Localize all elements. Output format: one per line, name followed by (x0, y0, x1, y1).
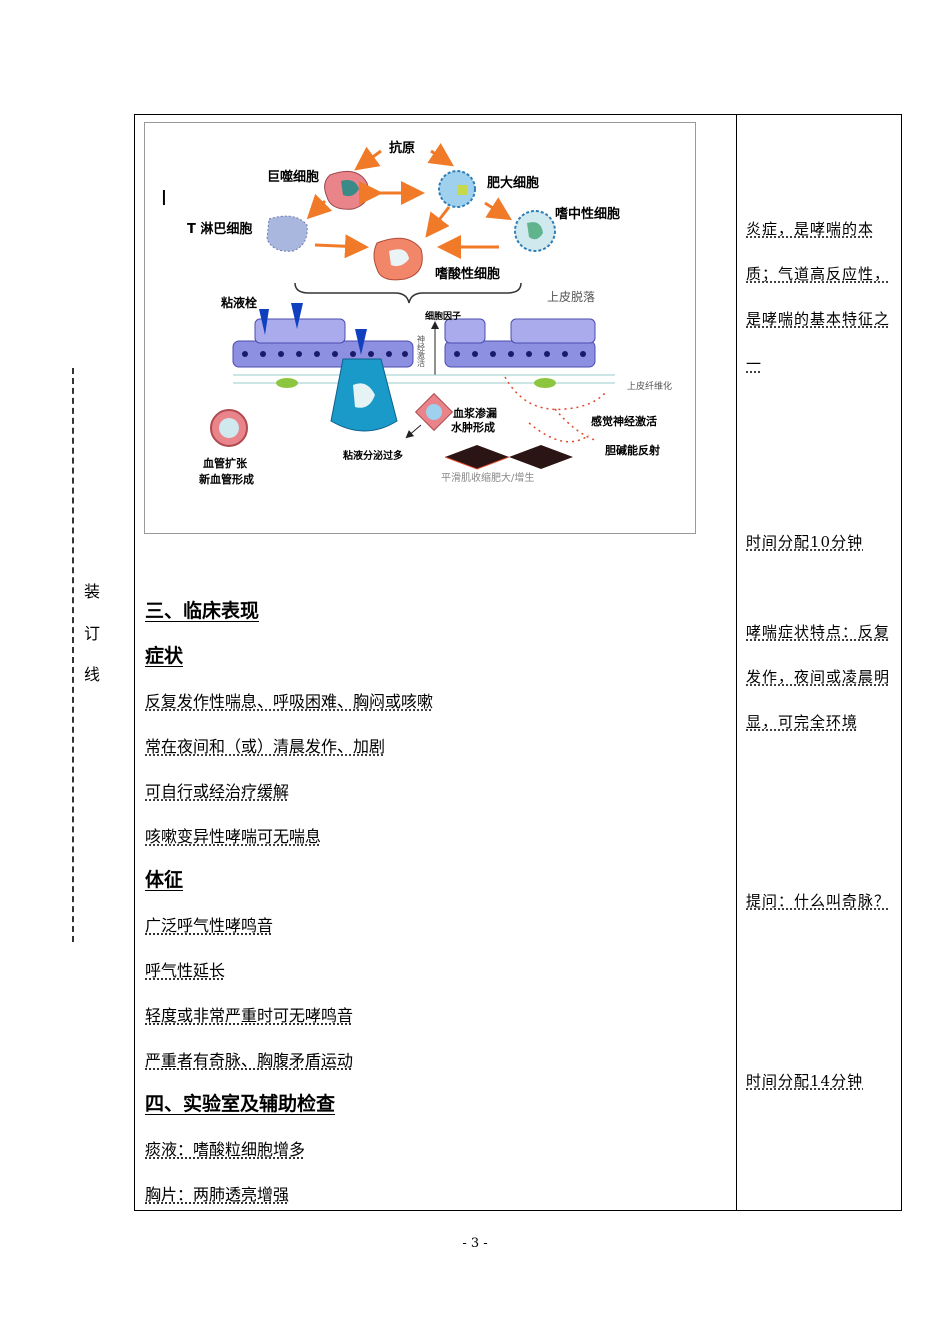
arrow-macrophage-tcell (306, 193, 333, 220)
label-angiogenesis: 新血管形成 (199, 472, 254, 486)
arrow-antigen-macrophage (354, 146, 382, 171)
section-4-heading: 四、实验室及辅助检查 (145, 1093, 336, 1115)
note-inflammation: 炎症，是哮喘的本质；气道高反应性，是哮喘的基本特征之一 (746, 220, 891, 373)
roman-numeral: I (161, 186, 167, 210)
binding-char-3: 线 (83, 665, 100, 684)
neutrophil-nucleus-icon (527, 222, 543, 240)
eosinophil-nucleus-icon (389, 249, 409, 267)
lab-item: 胸片：两肺透亮增强 (145, 1185, 290, 1204)
macrophage-nucleus-icon (341, 180, 359, 197)
arrow-antigen-mast (427, 143, 454, 167)
label-cholinergic: 胆碱能反射 (605, 443, 660, 457)
label-epithelial-fibrosis: 上皮纤维化 (627, 380, 672, 392)
diagram-svg: I 抗原 巨噬细胞 肥大细胞 T 淋巴细胞 嗜中性细胞 嗜酸性细胞 (161, 140, 672, 486)
mucus-plug-icon-3 (355, 329, 367, 355)
symptom-item: 常在夜间和（或）清晨发作、加剧 (145, 737, 386, 756)
arrow-plasma-leak (405, 424, 422, 439)
sensory-nerve-3 (528, 422, 590, 443)
lesson-table (134, 114, 902, 1211)
note-time-10: 时间分配10分钟 (746, 533, 864, 551)
note-symptom-features: 哮喘症状特点：反复发作，夜间或凌晨明显，可完全环境 (746, 623, 891, 731)
epithelium-right (444, 340, 596, 368)
symptoms-heading: 症状 (145, 645, 184, 667)
sign-item: 呼气性延长 (145, 961, 226, 980)
sign-item: 广泛呼气性哮鸣音 (145, 916, 274, 935)
lab-item: 痰液：嗜酸粒细胞增多 (145, 1140, 306, 1159)
label-mucus-plug: 粘液栓 (221, 295, 257, 310)
mucus-gland-core-icon (353, 383, 375, 408)
note-time-14: 时间分配14分钟 (746, 1072, 864, 1090)
label-antigen: 抗原 (389, 140, 415, 156)
plasma-leak-core-icon (426, 404, 442, 420)
label-cytokine: 细胞因子 (425, 310, 461, 322)
blood-vessel-lumen-icon (219, 418, 239, 438)
symptom-item: 可自行或经治疗缓解 (145, 782, 290, 801)
binding-line (72, 368, 74, 942)
arrow-tcell-eosinophil (314, 234, 369, 259)
mast-cell-granule-icon (457, 185, 467, 195)
symptom-item: 咳嗽变异性哮喘可无喘息 (145, 827, 322, 846)
smooth-muscle-highlight (444, 456, 510, 470)
ciliated-cells-left (254, 318, 346, 344)
sensory-nerve-1 (504, 376, 608, 411)
label-epithelial-shedding: 上皮脱落 (547, 289, 595, 304)
column-divider (736, 114, 737, 1211)
fibroblast-icon-1 (276, 378, 298, 388)
label-nerve-activation: 神经激活 (417, 334, 426, 368)
label-neutrophil: 嗜中性细胞 (555, 206, 620, 222)
label-edema: 水肿形成 (451, 420, 495, 434)
page-number: - 3 - (462, 1236, 488, 1251)
fibroblast-icon-2 (534, 378, 556, 388)
ciliated-cells-right (510, 318, 596, 344)
section-3-heading: 三、临床表现 (145, 600, 260, 622)
mucus-plug-icon-1 (259, 309, 269, 335)
epithelium-nuclei (242, 351, 586, 357)
label-mast-cell: 肥大细胞 (487, 175, 539, 191)
label-eosinophil: 嗜酸性细胞 (435, 266, 500, 282)
symptom-item: 反复发作性喘息、呼吸困难、胸闷或咳嗽 (145, 692, 434, 711)
label-macrophage: 巨噬细胞 (267, 169, 319, 185)
sign-item: 严重者有奇脉、胸腹矛盾运动 (145, 1051, 354, 1070)
arrow-mast-eosinophil (425, 206, 451, 238)
asthma-pathology-diagram: I 抗原 巨噬细胞 肥大细胞 T 淋巴细胞 嗜中性细胞 嗜酸性细胞 (144, 122, 696, 534)
label-t-cell: T 淋巴细胞 (187, 221, 252, 237)
t-cell-icon (266, 215, 308, 252)
label-vasodilation: 血管扩张 (203, 456, 248, 470)
label-sensory-nerve: 感觉神经激活 (591, 414, 657, 428)
label-smooth-muscle: 平滑肌收缩肥大/增生 (441, 471, 534, 484)
signs-heading: 体征 (145, 869, 184, 891)
arrow-mast-neutrophil (484, 197, 513, 221)
sign-item: 轻度或非常严重时可无哮鸣音 (145, 1006, 354, 1025)
smooth-muscle-icon (413, 445, 573, 469)
binding-char-1: 装 (83, 582, 100, 601)
binding-char-2: 订 (83, 624, 100, 643)
label-plasma-leak: 血浆渗漏 (453, 406, 497, 420)
ciliated-cells-mid (444, 318, 486, 344)
note-question: 提问：什么叫奇脉？ (746, 892, 891, 910)
brace (294, 282, 522, 304)
label-mucus-secretion: 粘液分泌过多 (343, 449, 403, 462)
sensory-nerve-2 (554, 408, 598, 442)
mucus-plug-icon-2 (291, 303, 303, 329)
